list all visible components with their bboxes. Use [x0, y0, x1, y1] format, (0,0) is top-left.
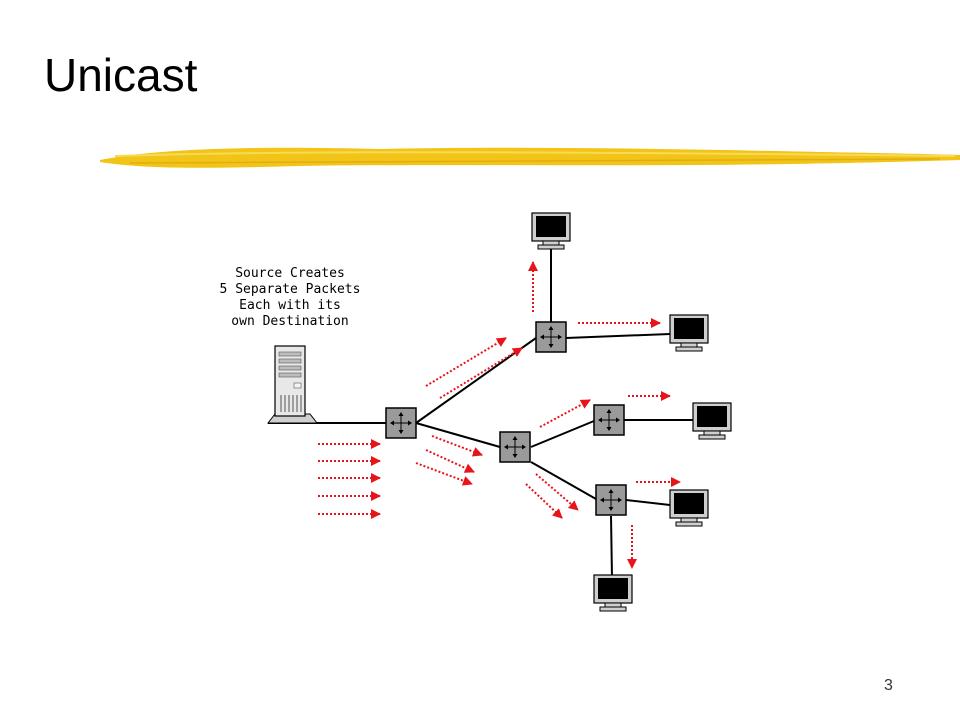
link-r5-h5 [610, 515, 613, 579]
server-icon [266, 345, 319, 424]
link-r2-h2 [565, 333, 671, 339]
monitor-icon [669, 314, 709, 352]
network-links [268, 246, 693, 579]
packet-arrow [525, 483, 563, 519]
packet-arrow [535, 473, 579, 511]
monitor-icon [531, 212, 571, 250]
packet-arrow [439, 347, 523, 399]
monitor-icon [669, 489, 709, 527]
packet-arrow [425, 449, 475, 473]
monitor-icon [593, 574, 633, 612]
packet-arrows [318, 261, 681, 569]
router-icon [499, 431, 531, 463]
link-r3-r4 [530, 420, 595, 448]
page-number: 3 [884, 677, 893, 694]
link-r3-r5 [530, 461, 597, 500]
router-icon [595, 484, 627, 516]
router-icon [385, 407, 417, 439]
packet-arrow [539, 399, 591, 428]
caption-line-3: Each with its [239, 298, 341, 313]
slide-title: Unicast [44, 49, 198, 101]
caption-line-1: Source Creates [235, 266, 345, 281]
packet-arrow [431, 435, 483, 457]
link-r5-h4 [625, 499, 671, 506]
link-r1-r3 [415, 422, 501, 448]
router-icon [593, 404, 625, 436]
monitor-icon [692, 402, 732, 440]
packet-arrow [425, 337, 507, 387]
caption-line-2: 5 Separate Packets [219, 282, 361, 297]
router-icon [535, 321, 567, 353]
title-underline [100, 147, 960, 168]
caption-line-4: own Destination [231, 314, 349, 329]
packet-arrow [415, 462, 473, 486]
